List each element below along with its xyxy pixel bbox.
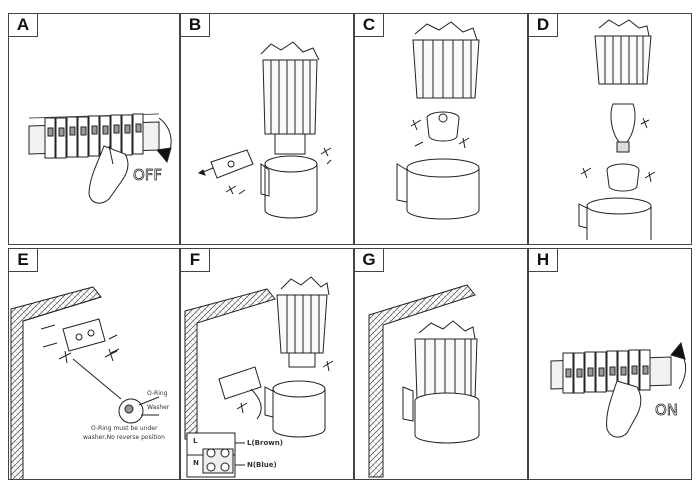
base-cylinder-icon — [264, 380, 326, 438]
base-cylinder-icon — [578, 197, 652, 240]
anchor-screw-icons — [40, 324, 120, 364]
mounting-plate-icon — [218, 366, 262, 400]
step-b-panel: B — [180, 13, 354, 245]
step-a-label: A — [9, 14, 38, 37]
bulb-install-illustration — [578, 19, 656, 240]
hand-icon — [88, 145, 129, 204]
wiring-illustration: L N L(Brown) N(Blue) — [184, 276, 334, 478]
bulb-icon — [610, 103, 636, 153]
screw-icons — [410, 119, 470, 149]
step-f-label: F — [181, 249, 210, 272]
step-h-panel: H — [528, 248, 692, 480]
lamp-socket-icon — [426, 111, 460, 142]
step-e-panel: E — [8, 248, 180, 480]
wall-icon — [184, 288, 276, 440]
breaker-on-illustration: ON — [550, 341, 686, 438]
oring-washer-detail — [118, 396, 160, 424]
screw-icons — [236, 360, 334, 414]
step-g-panel: G — [354, 248, 528, 480]
screw-icons — [580, 117, 656, 183]
off-text: OFF — [133, 166, 162, 184]
lamp-socket-icon — [606, 163, 640, 192]
base-cylinder-icon — [396, 158, 480, 220]
lantern-cage-icon — [412, 21, 480, 99]
screw-icons — [225, 147, 332, 195]
step-b-label: B — [181, 14, 210, 37]
step-h-label: H — [529, 249, 558, 272]
step-g-label: G — [355, 249, 384, 272]
wire-blue-label: N(Blue) — [247, 461, 277, 469]
step-d-panel: D — [528, 13, 692, 245]
wire-n-label: N — [193, 459, 199, 467]
wall-icon — [10, 286, 102, 479]
mounting-plate-icon — [62, 318, 106, 352]
lantern-cage-icon — [260, 41, 320, 155]
breaker-modules — [44, 113, 144, 159]
breaker-off-illustration: OFF — [28, 113, 172, 204]
oring-note-line1: O-Ring must be under — [91, 425, 158, 432]
mounting-plate-icon — [210, 149, 254, 179]
on-text: ON — [655, 401, 678, 419]
assembled-fixture-illustration — [368, 284, 480, 478]
oring-label: O-Ring — [147, 390, 168, 397]
base-cylinder-icon — [260, 155, 318, 219]
remove-housing-illustration — [197, 41, 332, 219]
lantern-cage-icon — [594, 19, 652, 85]
step-e-label: E — [9, 249, 38, 272]
step-a-panel: A — [8, 13, 180, 245]
wall-mounting-plate-illustration: O-Ring Washer O-Ring must be under washe… — [10, 286, 170, 479]
wall-icon — [368, 284, 476, 478]
hand-icon — [606, 380, 642, 438]
assembled-lantern-icon — [402, 320, 480, 444]
step-c-panel: C — [354, 13, 528, 245]
wire-l-label: L — [193, 437, 198, 445]
lantern-cage-icon — [276, 276, 330, 368]
step-c-label: C — [355, 14, 384, 37]
terminal-block-diagram — [186, 432, 245, 478]
breaker-modules — [562, 349, 651, 394]
step-d-label: D — [529, 14, 558, 37]
washer-label: Washer — [147, 404, 170, 411]
step-f-panel: F — [180, 248, 354, 480]
disassemble-lamp-illustration — [396, 21, 480, 220]
wire-brown-label: L(Brown) — [247, 439, 283, 447]
oring-note-line2: washer,No reverse position — [83, 434, 165, 441]
